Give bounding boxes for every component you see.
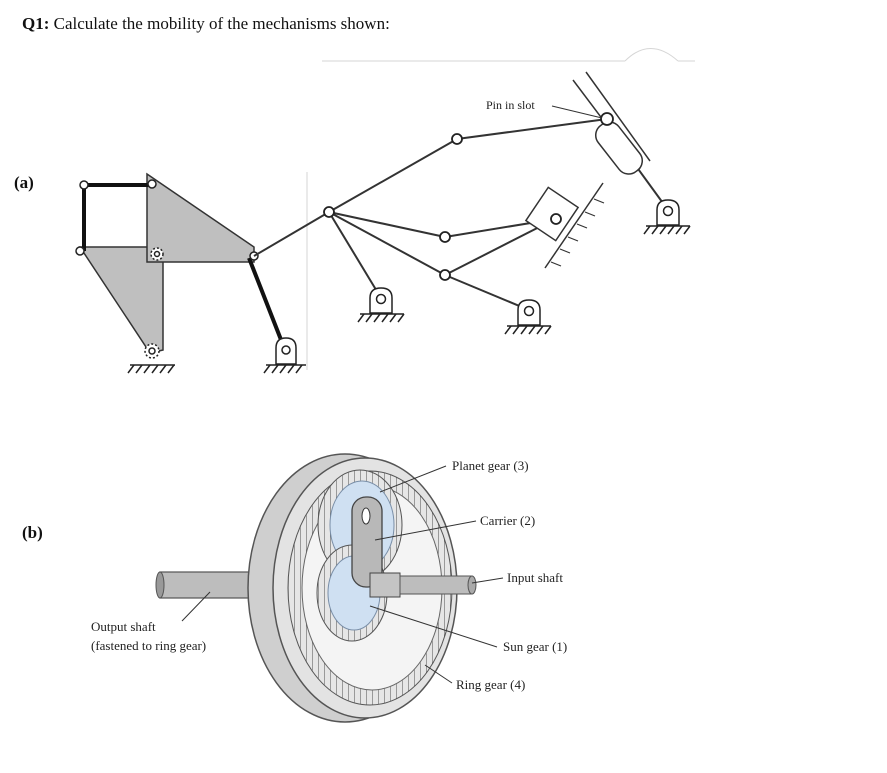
- carrier-label: Carrier (2): [480, 513, 535, 528]
- output-shaft-label-line1: Output shaft: [91, 619, 156, 634]
- input-shaft: [369, 572, 477, 598]
- lower-plate: [78, 246, 164, 354]
- ground-pivot-3: [643, 199, 691, 235]
- right-linkage: [328, 118, 669, 311]
- planetary-gear-diagram: Planet gear (3) Carrier (2) Input shaft …: [91, 453, 567, 723]
- ring-gear-label: Ring gear (4): [456, 677, 525, 692]
- pin-in-slot-leader: [551, 105, 603, 119]
- callout-leaders: [181, 465, 504, 684]
- slider-block: [524, 182, 605, 269]
- question-number: Q1:: [22, 14, 50, 33]
- carrier: [351, 496, 383, 588]
- ground-left-1: [127, 364, 175, 374]
- ground-pivot-2: [504, 299, 552, 335]
- pin-in-slot-label: Pin in slot: [486, 98, 535, 112]
- frame-lines: [306, 48, 695, 370]
- sun-gear-label: Sun gear (1): [503, 639, 567, 654]
- question-heading: Q1: Calculate the mobility of the mechan…: [22, 14, 390, 34]
- output-shaft-label-line2: (fastened to ring gear): [91, 638, 206, 653]
- ground-pivot-left-2: [263, 337, 306, 374]
- part-a-label: (a): [14, 173, 34, 192]
- part-b-label: (b): [22, 523, 43, 542]
- pin-slot: [572, 71, 651, 175]
- input-shaft-label: Input shaft: [507, 570, 563, 585]
- left-linkage: [75, 172, 306, 374]
- planet-gear-label: Planet gear (3): [452, 458, 529, 473]
- mechanism-a-diagram: Pin in slot: [75, 48, 695, 374]
- question-text: Calculate the mobility of the mechanisms…: [49, 14, 390, 33]
- upper-plate: [146, 172, 255, 263]
- ground-pivot-1: [357, 287, 405, 323]
